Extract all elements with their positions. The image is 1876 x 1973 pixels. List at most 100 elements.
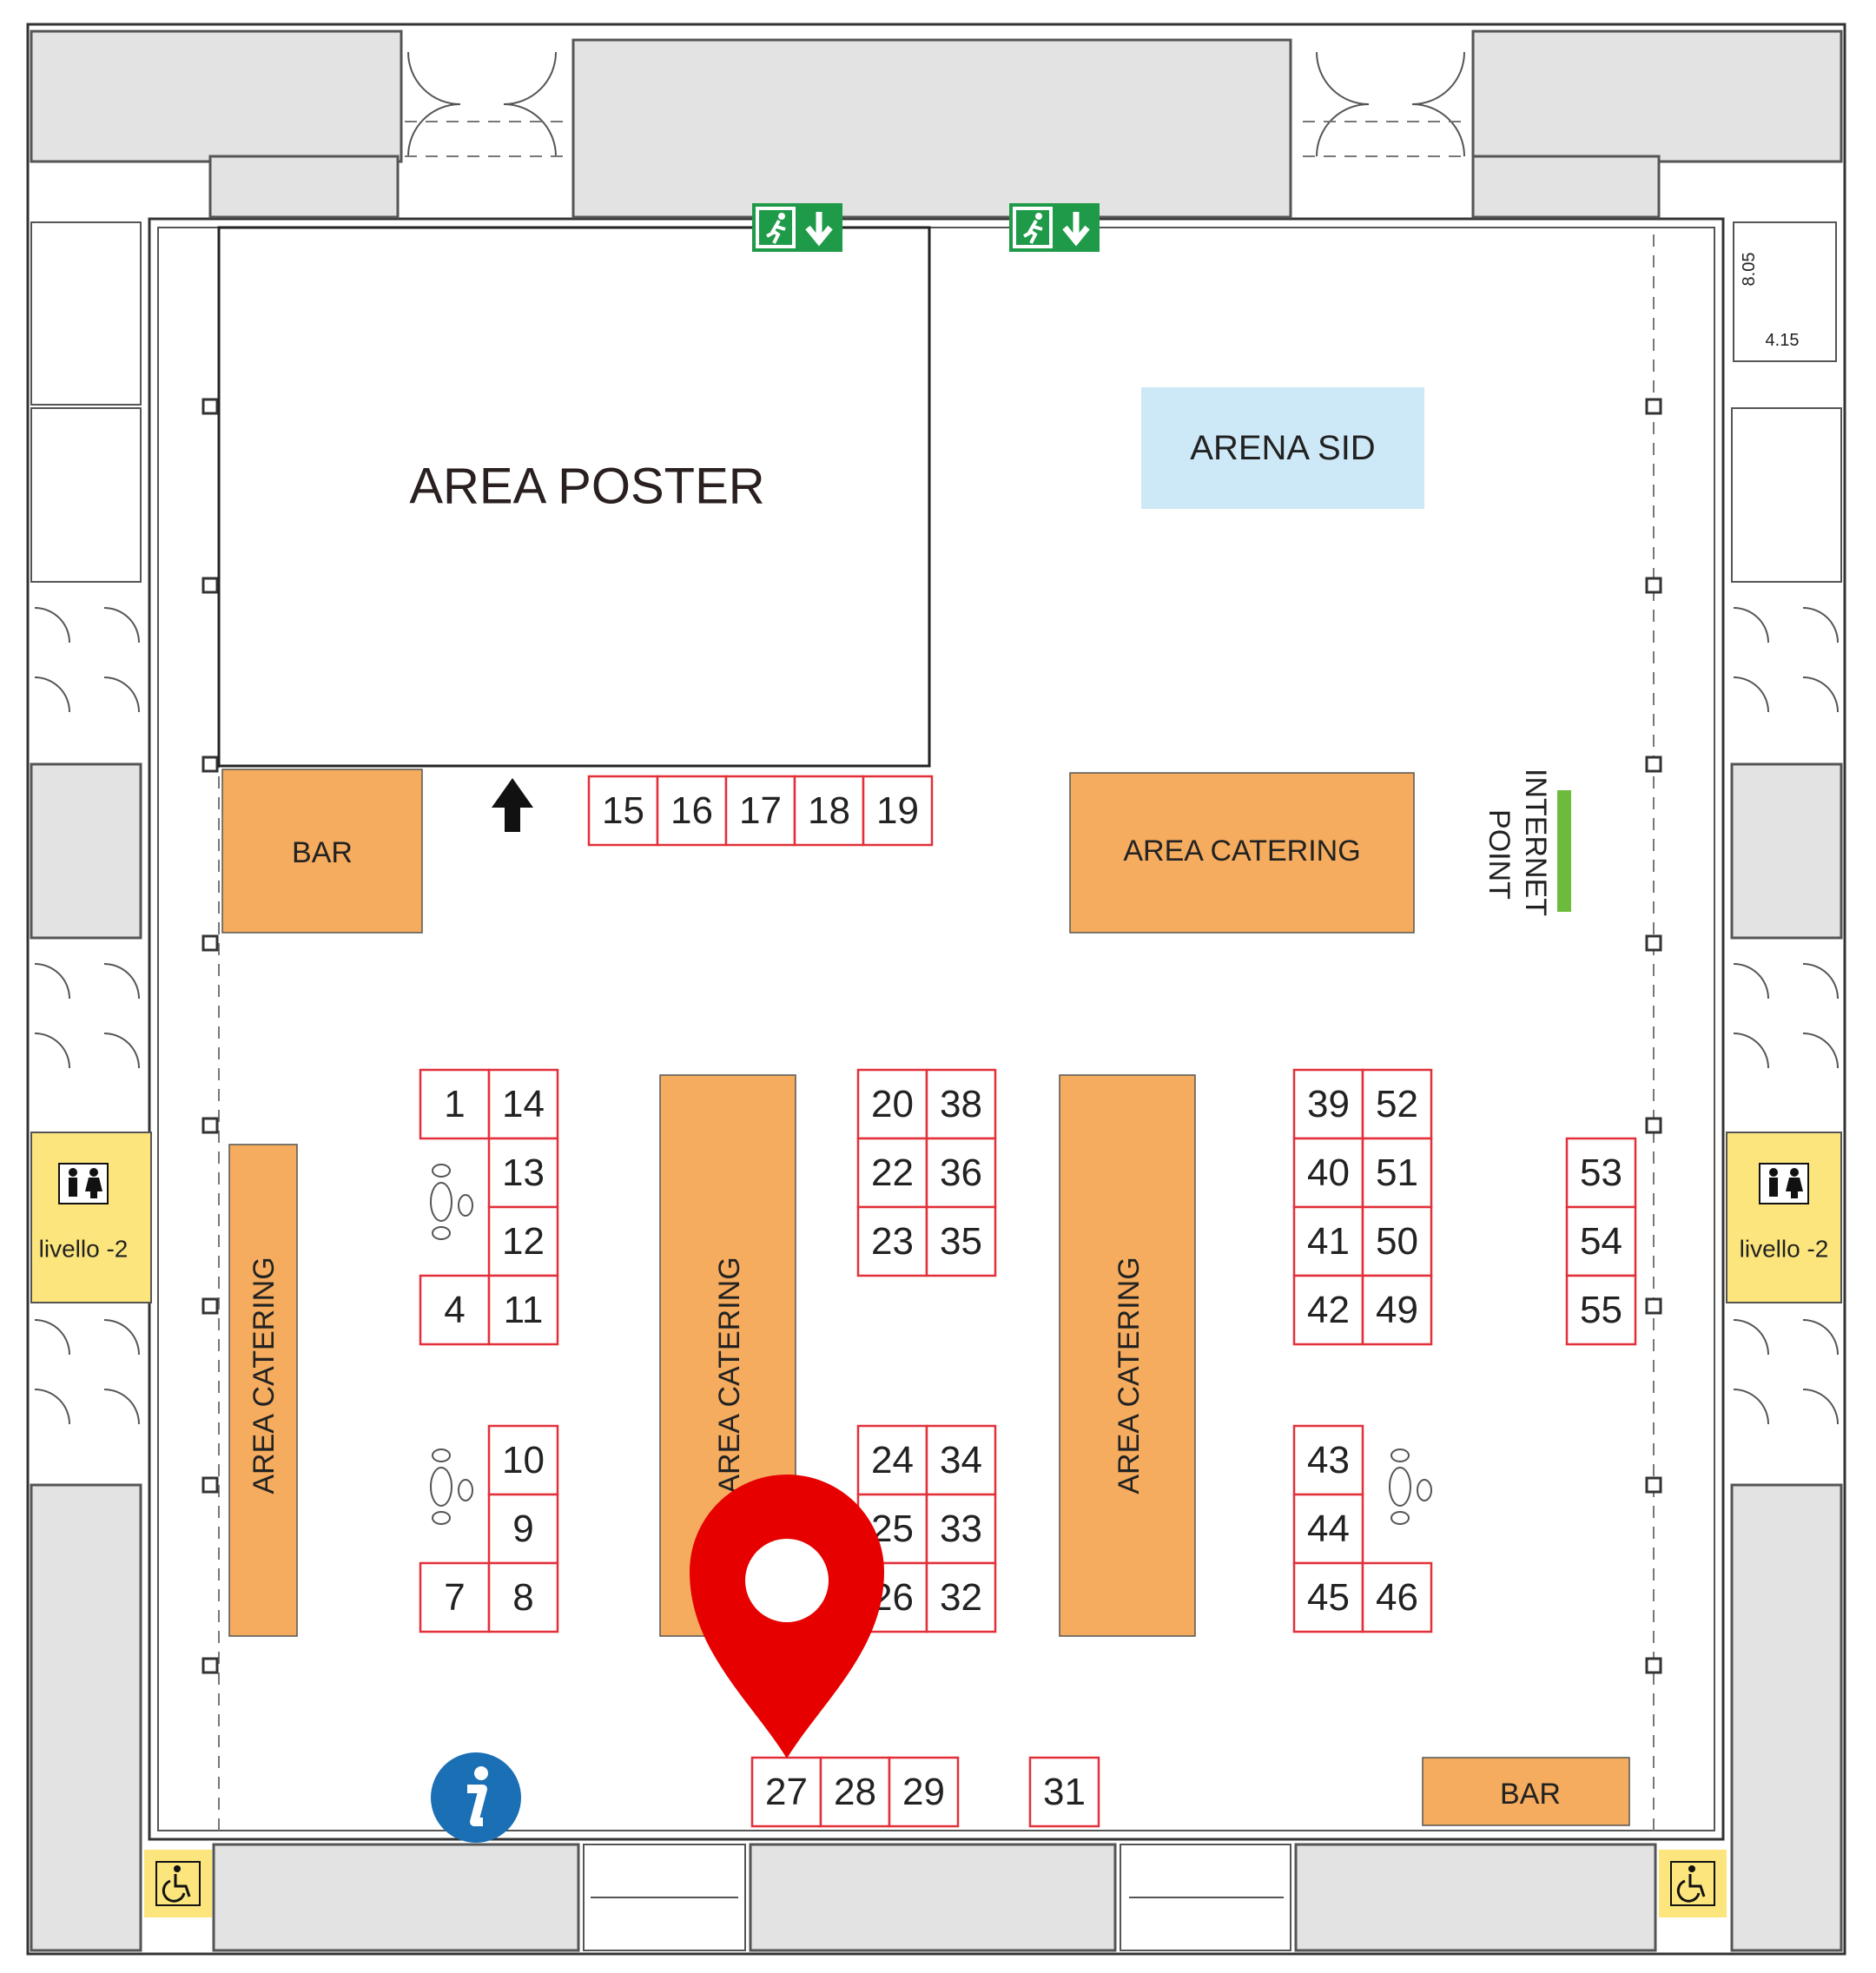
booth-10[interactable]: 10	[487, 1424, 559, 1496]
booth-8[interactable]: 8	[487, 1561, 559, 1633]
booth-16[interactable]: 16	[656, 775, 728, 847]
booth-24[interactable]: 24	[856, 1424, 928, 1496]
booth-4[interactable]: 4	[419, 1274, 491, 1346]
booth-number: 12	[502, 1220, 545, 1263]
booth-50[interactable]: 50	[1361, 1205, 1433, 1277]
booth-38[interactable]: 38	[925, 1068, 997, 1140]
restroom-right[interactable]: livello -2	[1726, 1132, 1842, 1303]
svg-text:AREA CATERING: AREA CATERING	[1113, 1257, 1146, 1494]
top-right-room-b	[1471, 155, 1661, 219]
booth-45[interactable]: 45	[1292, 1561, 1364, 1633]
booth-number: 50	[1376, 1220, 1418, 1263]
left-room-a	[30, 762, 142, 940]
booth-7[interactable]: 7	[419, 1561, 491, 1633]
booth-number: 42	[1307, 1289, 1350, 1331]
booth-41[interactable]: 41	[1292, 1205, 1364, 1277]
booth-number: 22	[871, 1151, 914, 1194]
booth-20[interactable]: 20	[856, 1068, 928, 1140]
booth-number: 24	[871, 1439, 914, 1481]
booth-19[interactable]: 19	[862, 775, 934, 847]
booth-42[interactable]: 42	[1292, 1274, 1364, 1346]
booth-number: 10	[502, 1439, 545, 1481]
left-room-b	[30, 1483, 142, 1952]
booth-22[interactable]: 22	[856, 1137, 928, 1209]
bar-top-left: BAR	[221, 769, 423, 934]
booth-number: 38	[940, 1083, 982, 1125]
booth-number: 31	[1043, 1771, 1086, 1813]
info-icon[interactable]	[431, 1752, 521, 1843]
svg-text:AREA CATERING: AREA CATERING	[713, 1257, 746, 1494]
booth-34[interactable]: 34	[925, 1424, 997, 1496]
booth-number: 27	[765, 1771, 808, 1813]
booth-44[interactable]: 44	[1292, 1493, 1364, 1565]
internet-point-label-line2: POINT	[1483, 809, 1516, 900]
booth-number: 11	[504, 1289, 544, 1331]
booth-40[interactable]: 40	[1292, 1137, 1364, 1209]
booth-number: 16	[670, 789, 713, 832]
area-catering-top-right: AREA CATERING	[1069, 772, 1415, 934]
booth-9[interactable]: 9	[487, 1493, 559, 1565]
booth-14[interactable]: 14	[487, 1068, 559, 1140]
booth-number: 45	[1307, 1576, 1350, 1619]
booth-17[interactable]: 17	[724, 775, 796, 847]
restroom-left-label: livello -2	[39, 1236, 129, 1263]
restroom-icon	[1759, 1163, 1809, 1204]
booth-52[interactable]: 52	[1361, 1068, 1433, 1140]
booth-15[interactable]: 15	[587, 775, 659, 847]
booth-27[interactable]: 27	[750, 1756, 822, 1828]
pillars	[201, 398, 1662, 1674]
booth-13[interactable]: 13	[487, 1137, 559, 1209]
booth-number: 19	[876, 789, 919, 832]
booth-32[interactable]: 32	[925, 1561, 997, 1633]
restroom-left[interactable]: livello -2	[30, 1132, 152, 1303]
booth-11[interactable]: 11	[487, 1274, 559, 1346]
internet-point-marker	[1557, 790, 1571, 912]
top-left-room-b	[208, 155, 400, 219]
booth-number: 15	[602, 789, 644, 832]
location-pin-icon[interactable]	[690, 1475, 884, 1759]
area-catering-left: AREA CATERING	[228, 1144, 298, 1637]
booth-number: 7	[444, 1576, 465, 1619]
booth-18[interactable]: 18	[793, 775, 865, 847]
booth-number: 41	[1307, 1220, 1350, 1263]
booth-54[interactable]: 54	[1565, 1205, 1637, 1277]
booth-number: 55	[1580, 1289, 1622, 1331]
booth-number: 49	[1376, 1289, 1418, 1331]
booth-number: 13	[502, 1151, 545, 1194]
booth-29[interactable]: 29	[888, 1756, 960, 1828]
booth-number: 53	[1580, 1151, 1622, 1194]
booth-43[interactable]: 43	[1292, 1424, 1364, 1496]
booth-number: 33	[940, 1508, 982, 1550]
booth-46[interactable]: 46	[1361, 1561, 1433, 1633]
booth-35[interactable]: 35	[925, 1205, 997, 1277]
booth-49[interactable]: 49	[1361, 1274, 1433, 1346]
booth-number: 35	[940, 1220, 982, 1263]
booth-number: 52	[1376, 1083, 1418, 1125]
booth-53[interactable]: 53	[1565, 1137, 1637, 1209]
booth-33[interactable]: 33	[925, 1493, 997, 1565]
svg-text:BAR: BAR	[1500, 1778, 1561, 1811]
booth-51[interactable]: 51	[1361, 1137, 1433, 1209]
area-poster-label: AREA POSTER	[409, 459, 764, 515]
booth-number: 40	[1307, 1151, 1350, 1194]
top-left-room	[30, 30, 403, 163]
booth-55[interactable]: 55	[1565, 1274, 1637, 1346]
booth-23[interactable]: 23	[856, 1205, 928, 1277]
top-right-room	[1471, 30, 1843, 163]
booth-12[interactable]: 12	[487, 1205, 559, 1277]
booth-39[interactable]: 39	[1292, 1068, 1364, 1140]
booth-36[interactable]: 36	[925, 1137, 997, 1209]
arrow-up-icon	[492, 778, 533, 832]
arena-sid-region	[1141, 387, 1424, 509]
booth-28[interactable]: 28	[819, 1756, 891, 1828]
booth-number: 9	[512, 1508, 533, 1550]
booth-1[interactable]: 1	[419, 1068, 491, 1140]
booth-number: 18	[808, 789, 850, 832]
wheelchair-icon	[144, 1850, 212, 1917]
footprints-icon	[1389, 1448, 1432, 1525]
booth-31[interactable]: 31	[1028, 1756, 1100, 1828]
booth-number: 39	[1307, 1083, 1350, 1125]
svg-text:AREA CATERING: AREA CATERING	[248, 1257, 281, 1494]
